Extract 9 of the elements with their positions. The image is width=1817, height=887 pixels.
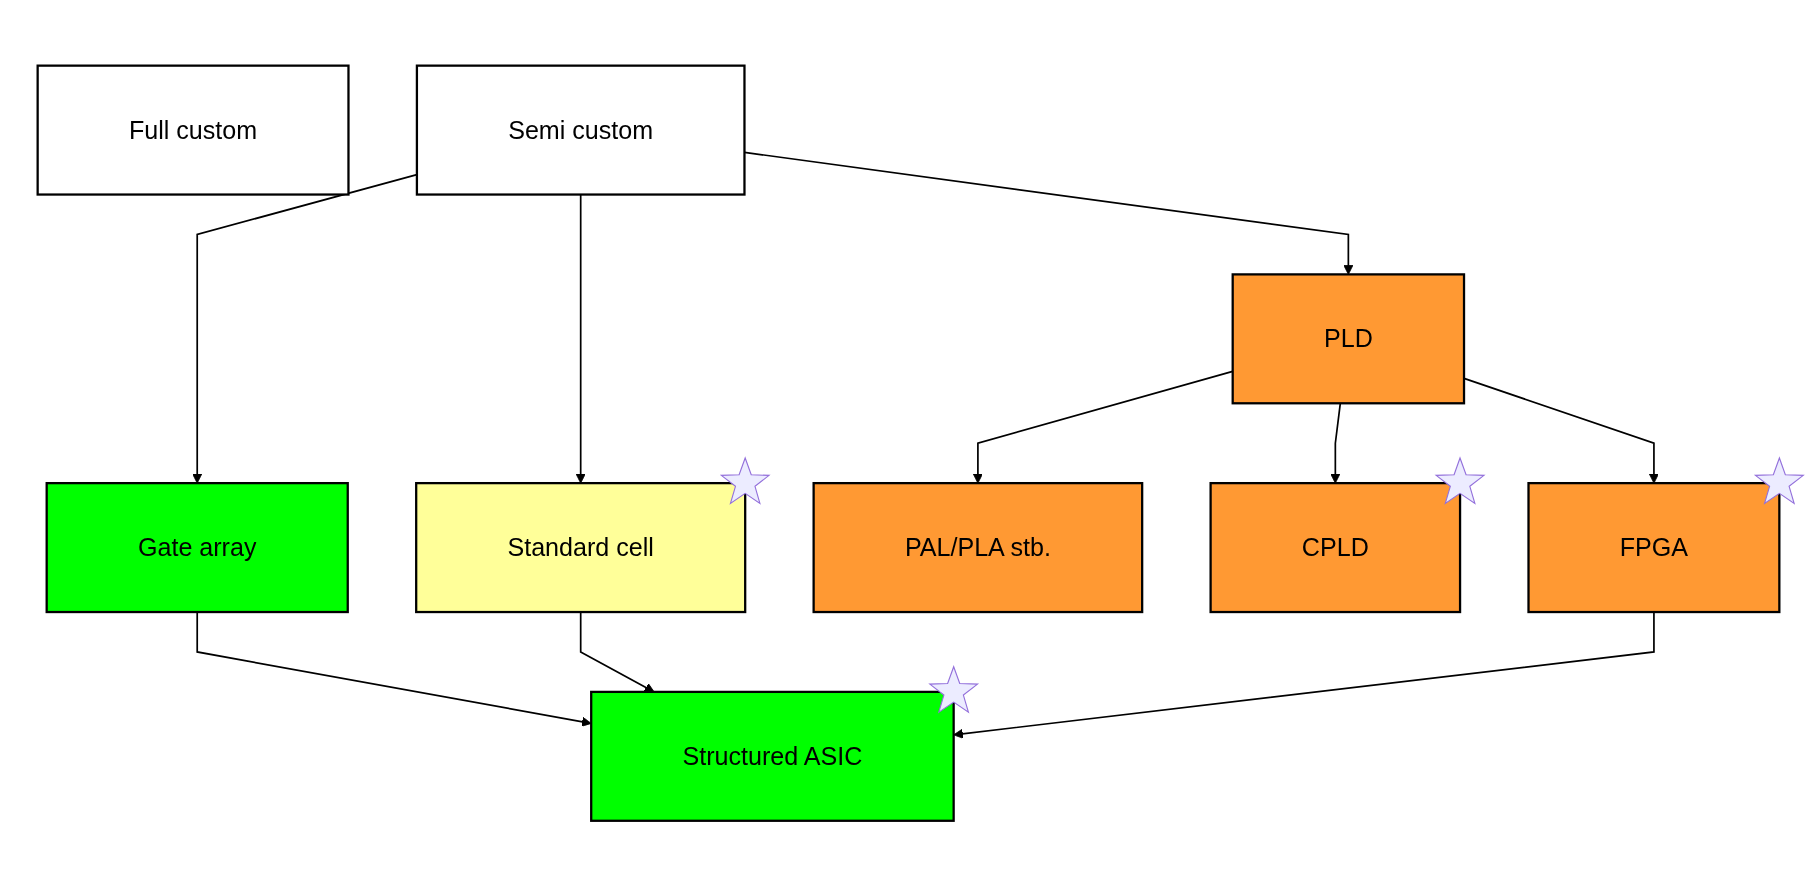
node-box: Gate array bbox=[45, 482, 349, 614]
node-box: PAL/PLA stb. bbox=[812, 482, 1144, 614]
node-box: PLD bbox=[1231, 273, 1466, 405]
node-box: CPLD bbox=[1209, 482, 1462, 614]
node-box: Semi custom bbox=[415, 64, 746, 196]
node-box: Full custom bbox=[36, 64, 350, 196]
node-box: Standard cell bbox=[415, 482, 747, 614]
node-box: Structured ASIC bbox=[590, 691, 955, 823]
node-box: FPGA bbox=[1527, 482, 1781, 614]
